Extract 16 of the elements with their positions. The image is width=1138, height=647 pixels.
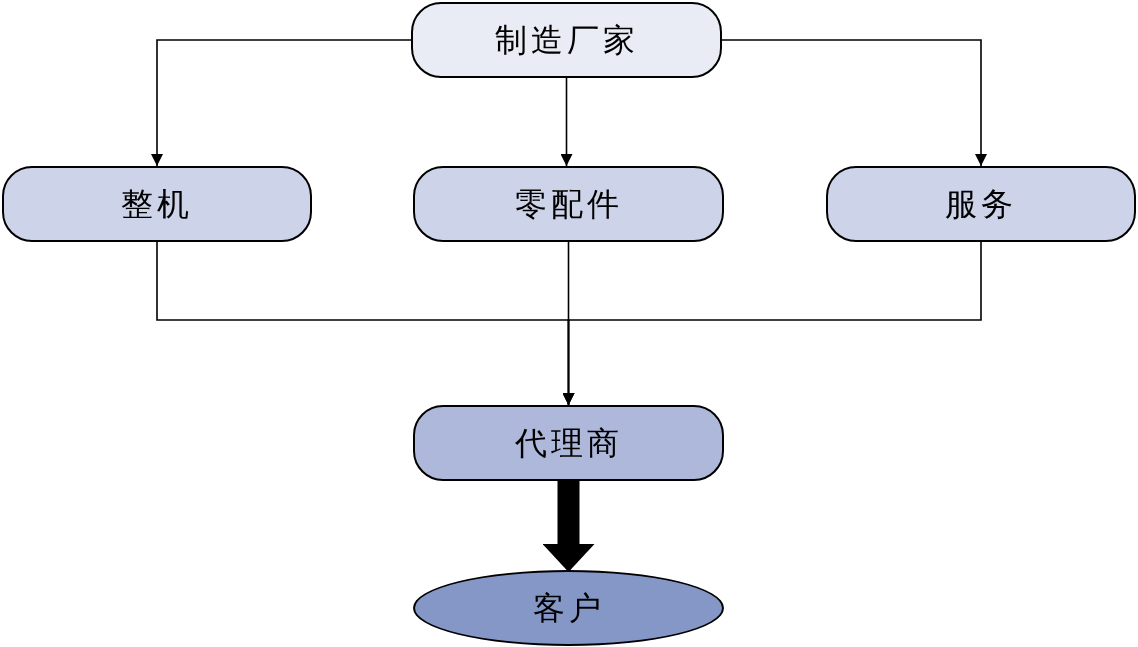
rounded-box: [413, 166, 724, 242]
arrow: [560, 77, 573, 167]
rounded-box: [411, 2, 722, 78]
rounded-box: [2, 166, 312, 242]
node-label: 代理商: [514, 423, 623, 464]
node-label: 整机: [121, 184, 193, 225]
node-label: 零配件: [514, 184, 623, 225]
block-arrow: [542, 481, 595, 572]
node-label: 客户: [532, 588, 605, 629]
rounded-box: [826, 166, 1136, 242]
arrow: [721, 39, 987, 167]
node-label: 服务: [945, 184, 1017, 225]
node-label: 制造厂家: [494, 20, 639, 61]
arrow: [562, 241, 982, 406]
rounded-box: [413, 405, 724, 481]
arrow: [151, 39, 412, 167]
